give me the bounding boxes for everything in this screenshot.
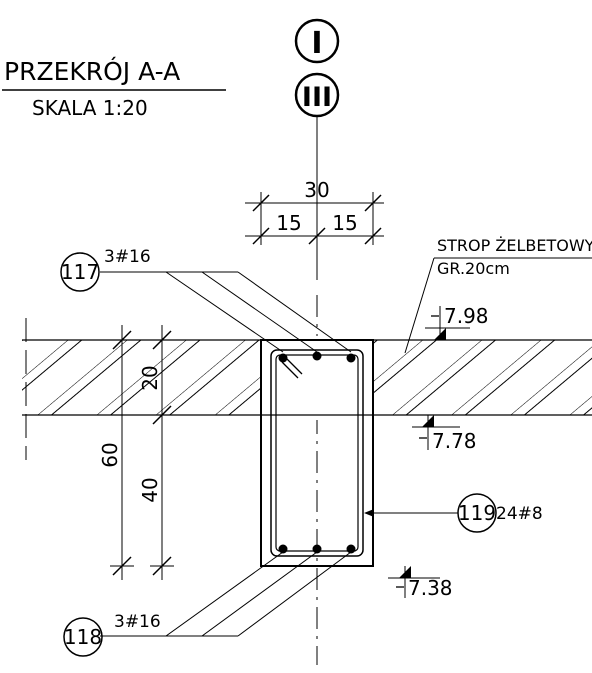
rebar-top-bars <box>278 351 356 363</box>
rebar-spec-118: 3#16 <box>114 612 161 632</box>
svg-text:15: 15 <box>332 211 357 235</box>
dimension-halves-15: 15 15 <box>245 211 384 245</box>
svg-text:117: 117 <box>61 260 99 284</box>
svg-text:119: 119 <box>458 501 496 525</box>
level-beam-bottom: 7.38 <box>388 566 453 600</box>
beam-outline <box>260 339 374 567</box>
level-top: 7.98 <box>425 304 489 340</box>
axis-marker-I: I <box>294 18 340 64</box>
leader-118 <box>100 551 352 637</box>
svg-text:I: I <box>311 26 322 61</box>
svg-text:118: 118 <box>64 625 102 649</box>
svg-text:7.98: 7.98 <box>444 304 489 328</box>
drawing-title: PRZEKRÓJ A-A <box>4 56 180 86</box>
rebar-mark-118: 118 <box>63 617 103 657</box>
svg-text:7.78: 7.78 <box>432 429 477 453</box>
slab-label: STROP ŻELBETOWY GR.20cm <box>404 236 592 354</box>
axis-marker-III: III <box>294 72 340 118</box>
rebar-mark-119: 119 <box>457 493 497 533</box>
svg-text:GR.20cm: GR.20cm <box>437 259 510 278</box>
svg-text:15: 15 <box>276 211 301 235</box>
dimension-slab-20-and-40: 20 40 <box>138 325 174 580</box>
leader-117 <box>100 271 352 353</box>
rebar-spec-117: 3#16 <box>104 247 151 267</box>
dimension-width-30: 30 <box>245 178 384 245</box>
svg-text:30: 30 <box>304 178 329 202</box>
rebar-mark-117: 117 <box>60 252 100 292</box>
drawing-scale: SKALA 1:20 <box>32 96 148 120</box>
svg-text:40: 40 <box>138 477 162 502</box>
svg-text:III: III <box>302 82 332 113</box>
svg-text:7.38: 7.38 <box>408 576 453 600</box>
rebar-bottom-bars <box>278 544 356 554</box>
rebar-spec-119: 24#8 <box>496 504 543 524</box>
dimension-height-60: 60 <box>98 325 134 580</box>
leader-119 <box>364 509 458 517</box>
level-slab-bottom: 7.78 <box>412 415 477 453</box>
svg-text:60: 60 <box>98 442 122 467</box>
svg-text:STROP ŻELBETOWY: STROP ŻELBETOWY <box>437 236 592 255</box>
svg-text:20: 20 <box>138 365 162 390</box>
